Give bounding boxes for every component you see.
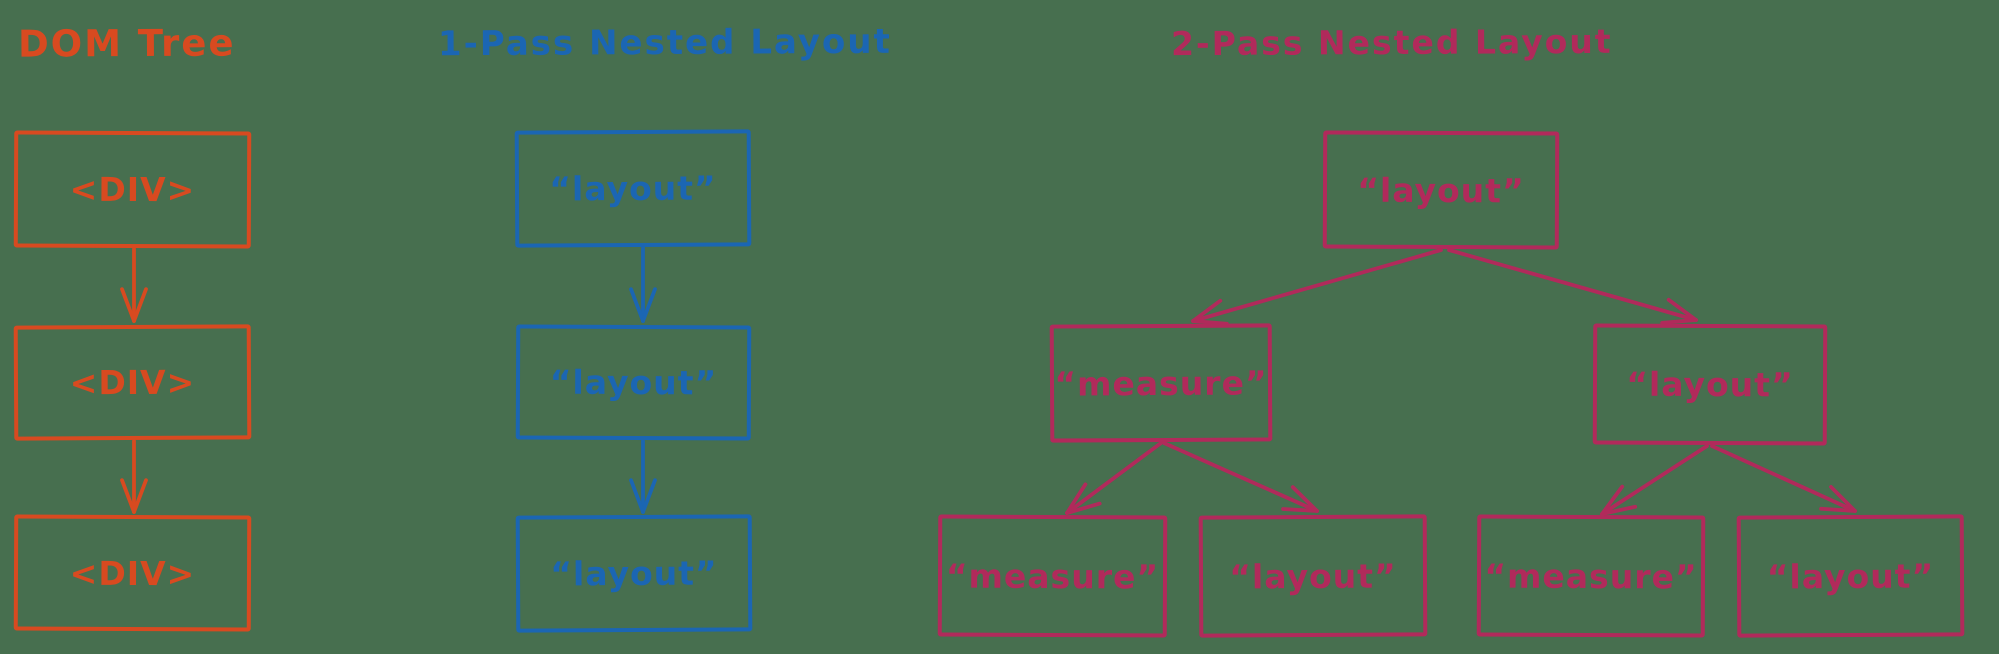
- two-pass-root: “layout”: [1322, 130, 1560, 250]
- two-pass-leaf-measure-1: “measure”: [937, 514, 1168, 638]
- node-label: <DIV>: [69, 553, 196, 593]
- two-pass-leaf-layout-1: “layout”: [1198, 514, 1428, 638]
- node-label: “measure”: [945, 556, 1160, 596]
- arrow-lr-leaf3: [1600, 444, 1709, 516]
- two-pass-leaf-layout-2: “layout”: [1736, 514, 1965, 638]
- dom-node-3: <DIV>: [13, 514, 252, 632]
- node-label: “layout”: [1626, 364, 1794, 405]
- node-label: <DIV>: [69, 362, 196, 403]
- two-pass-leaf-measure-2: “measure”: [1476, 514, 1706, 638]
- one-pass-node-2: “layout”: [515, 324, 752, 441]
- arrow-lr-leaf4: [1710, 444, 1857, 513]
- arrow-ml-leaf2: [1162, 441, 1319, 513]
- arrow-dom-1-2: [120, 247, 148, 323]
- dom-node-2: <DIV>: [13, 324, 252, 441]
- arrow-root-measure: [1191, 248, 1443, 326]
- node-label: “layout”: [549, 168, 717, 209]
- one-pass-node-3: “layout”: [515, 514, 753, 633]
- node-label: “measure”: [1484, 556, 1698, 596]
- one-pass-node-1: “layout”: [514, 129, 752, 248]
- one-pass-title: 1-Pass Nested Layout: [437, 21, 892, 65]
- two-pass-measure-left: “measure”: [1049, 323, 1273, 443]
- node-label: “layout”: [1766, 556, 1935, 596]
- node-label: “layout”: [1357, 170, 1525, 210]
- two-pass-layout-right: “layout”: [1592, 323, 1828, 446]
- node-label: <DIV>: [69, 169, 196, 210]
- node-label: “layout”: [550, 553, 718, 594]
- node-label: “layout”: [549, 362, 718, 403]
- arrow-root-layout: [1447, 248, 1698, 325]
- arrow-pass1-1-2: [629, 246, 657, 323]
- arrow-dom-2-3: [120, 439, 148, 514]
- dom-node-1: <DIV>: [13, 130, 252, 249]
- two-pass-title: 2-Pass Nested Layout: [1170, 21, 1613, 64]
- node-label: “measure”: [1054, 362, 1268, 404]
- arrow-ml-leaf1: [1065, 441, 1163, 515]
- node-label: “layout”: [1229, 556, 1397, 596]
- dom-tree-title: DOM Tree: [17, 21, 236, 66]
- arrow-pass1-2-3: [629, 439, 657, 514]
